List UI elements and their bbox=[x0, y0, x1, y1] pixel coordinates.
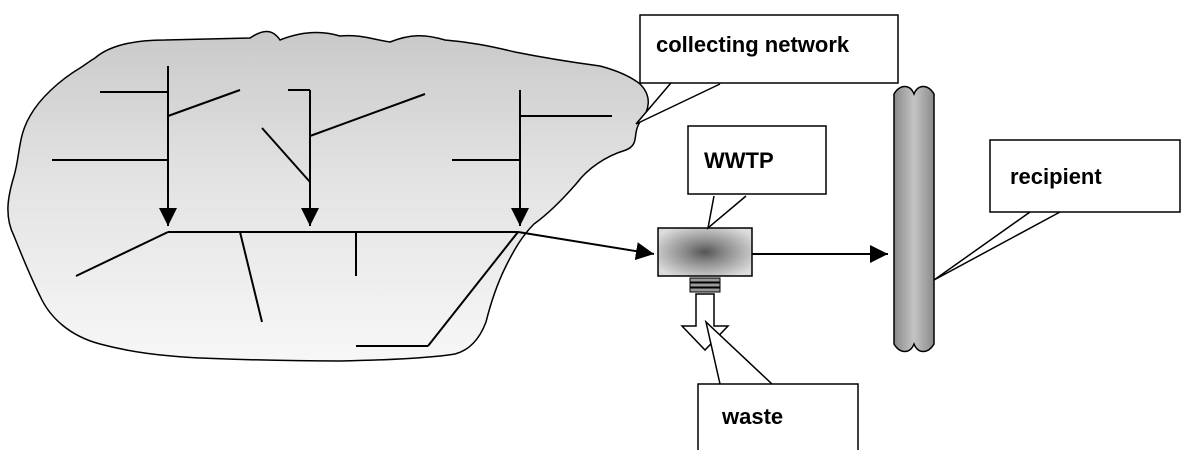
collecting-network-label: collecting network bbox=[656, 32, 850, 57]
middle-lateral-3 bbox=[261, 127, 311, 183]
callout-wwtp: WWTP bbox=[687, 125, 827, 230]
callout-waste-box bbox=[697, 383, 859, 450]
bottom-lateral-1 bbox=[75, 231, 169, 277]
collecting-network-lines bbox=[52, 66, 612, 347]
waste-label: waste bbox=[721, 404, 783, 429]
callout-wwtp-box bbox=[687, 125, 827, 195]
catchment-area bbox=[7, 30, 649, 362]
recipient-label: recipient bbox=[1010, 164, 1102, 189]
flow-to-wwtp-arrow bbox=[517, 231, 655, 261]
callout-collecting-network-box bbox=[639, 14, 899, 84]
wwtp-label: WWTP bbox=[704, 148, 774, 173]
callout-wwtp-pointer bbox=[706, 195, 747, 230]
callout-recipient-box bbox=[989, 139, 1181, 213]
middle-lateral-2 bbox=[309, 93, 426, 137]
callout-collecting-network: collecting network bbox=[635, 14, 899, 125]
left-lateral-2 bbox=[167, 89, 241, 117]
callout-recipient: recipient bbox=[933, 139, 1181, 281]
callout-waste: waste bbox=[697, 319, 859, 450]
wwtp-plant bbox=[657, 227, 753, 293]
bottom-lateral-4 bbox=[427, 231, 519, 347]
bottom-lateral-2 bbox=[239, 231, 263, 323]
recipient-river bbox=[893, 85, 935, 353]
callout-recipient-pointer bbox=[933, 211, 1061, 281]
callout-waste-pointer bbox=[704, 319, 773, 385]
